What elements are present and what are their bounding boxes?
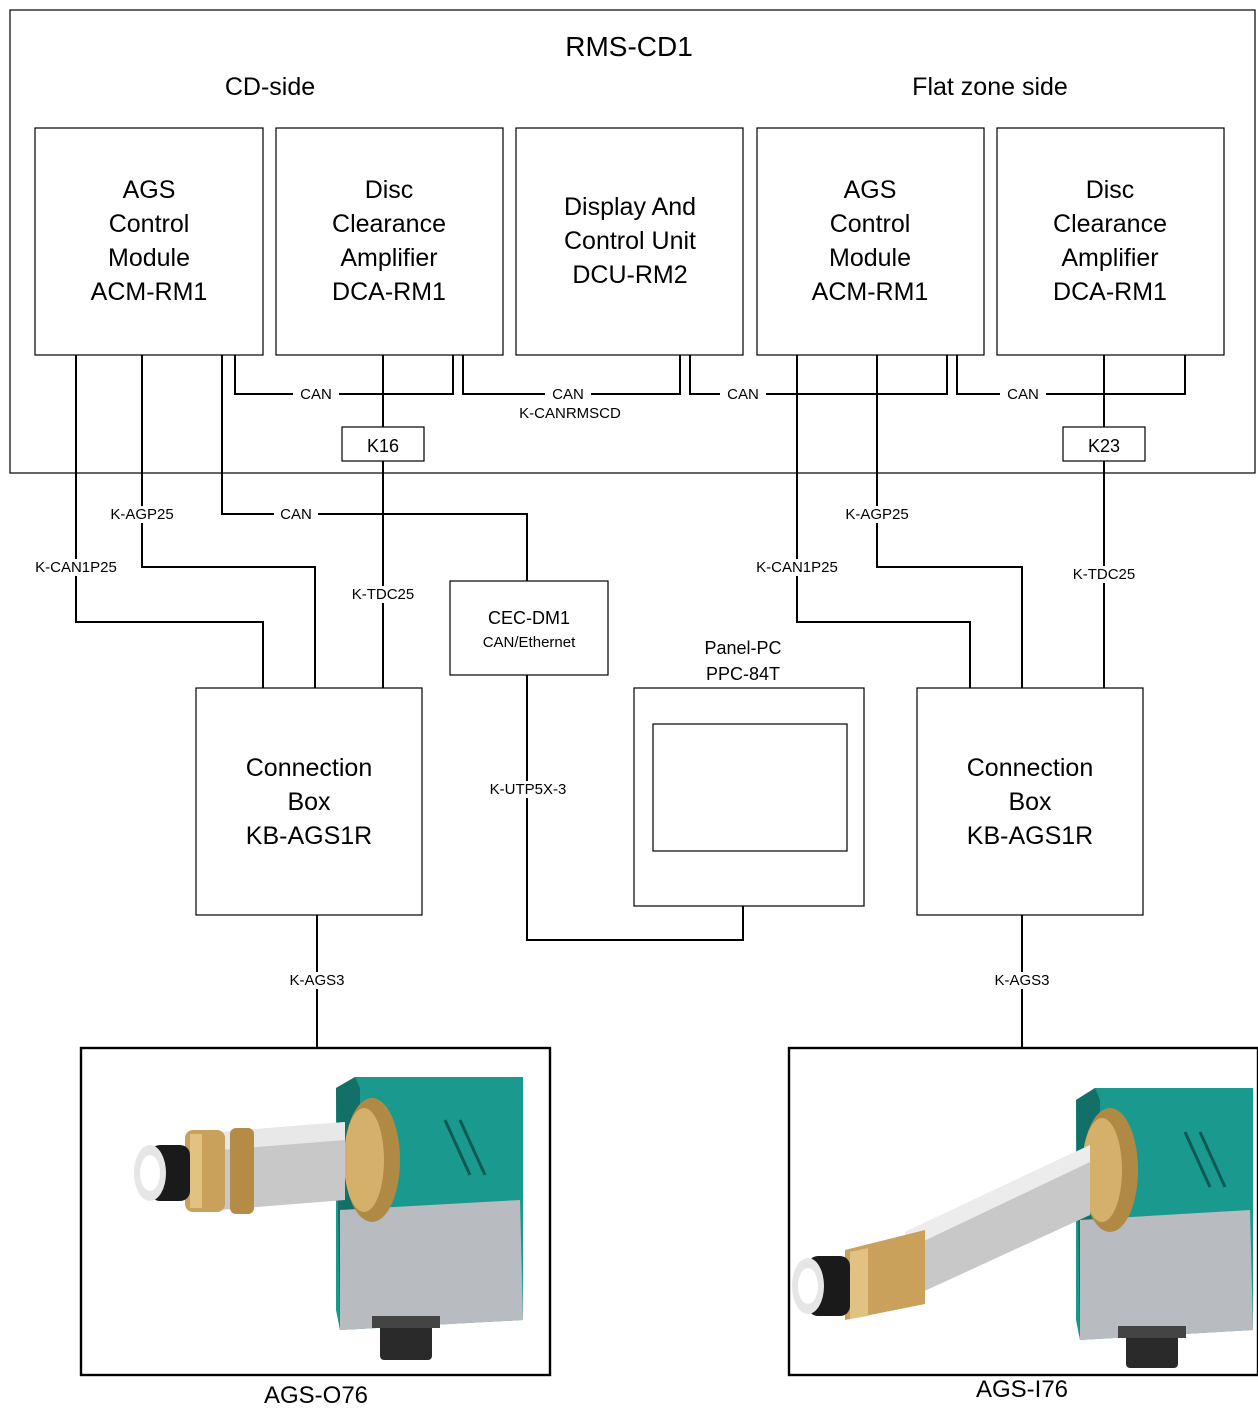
svg-text:Amplifier: Amplifier bbox=[1061, 244, 1158, 272]
svg-text:Connection: Connection bbox=[246, 754, 372, 782]
svg-text:AGS: AGS bbox=[123, 176, 176, 204]
k-ags3-left-label: K-AGS3 bbox=[289, 972, 344, 989]
svg-text:DCA-RM1: DCA-RM1 bbox=[332, 278, 446, 306]
connection-box-left: Connection Box KB-AGS1R bbox=[195, 687, 423, 916]
sensor-ags-i76-frame bbox=[787, 1046, 1258, 1377]
connector-k16: K16 bbox=[341, 426, 425, 462]
sensor-ags-i76-label: AGS-I76 bbox=[976, 1376, 1068, 1403]
svg-text:DCU-RM2: DCU-RM2 bbox=[572, 261, 687, 289]
svg-text:Connection: Connection bbox=[967, 754, 1093, 782]
module-dca-left: Disc Clearance Amplifier DCA-RM1 bbox=[275, 127, 504, 356]
k-tdc25-left-label: K-TDC25 bbox=[352, 586, 415, 603]
svg-text:Disc: Disc bbox=[365, 176, 414, 204]
svg-text:Box: Box bbox=[287, 788, 331, 816]
svg-text:AGS: AGS bbox=[844, 176, 897, 204]
panel-pc bbox=[633, 687, 865, 907]
k-utp-label: K-UTP5X-3 bbox=[490, 781, 567, 798]
right-wiring bbox=[796, 355, 1105, 1048]
svg-text:Amplifier: Amplifier bbox=[340, 244, 437, 272]
connector-k23: K23 bbox=[1062, 426, 1146, 462]
svg-text:Disc: Disc bbox=[1086, 176, 1135, 204]
k-can1p25-right-label: K-CAN1P25 bbox=[756, 559, 838, 576]
svg-text:KB-AGS1R: KB-AGS1R bbox=[967, 822, 1093, 850]
svg-text:Box: Box bbox=[1008, 788, 1052, 816]
k-agp25-left-label: K-AGP25 bbox=[110, 506, 173, 523]
module-dca-right: Disc Clearance Amplifier DCA-RM1 bbox=[996, 127, 1225, 356]
system-title: RMS-CD1 bbox=[565, 31, 693, 62]
k-tdc25-right-label: K-TDC25 bbox=[1073, 566, 1136, 583]
svg-text:Control Unit: Control Unit bbox=[564, 227, 696, 255]
flat-zone-side-label: Flat zone side bbox=[912, 73, 1068, 101]
can-label-2: CAN bbox=[552, 386, 584, 403]
sensor-ags-o76-frame bbox=[79, 1046, 552, 1377]
svg-text:Display And: Display And bbox=[564, 193, 696, 221]
k-can1p25-left-label: K-CAN1P25 bbox=[35, 559, 117, 576]
svg-text:CAN/Ethernet: CAN/Ethernet bbox=[483, 634, 576, 651]
module-dcu: Display And Control Unit DCU-RM2 bbox=[515, 127, 744, 356]
svg-text:ACM-RM1: ACM-RM1 bbox=[812, 278, 929, 306]
svg-text:K23: K23 bbox=[1088, 436, 1120, 456]
can-label-1: CAN bbox=[300, 386, 332, 403]
svg-text:ACM-RM1: ACM-RM1 bbox=[91, 278, 208, 306]
svg-text:KB-AGS1R: KB-AGS1R bbox=[246, 822, 372, 850]
panel-pc-screen bbox=[652, 723, 848, 852]
svg-text:Module: Module bbox=[829, 244, 911, 272]
cd-side-label: CD-side bbox=[225, 73, 315, 101]
svg-text:Control: Control bbox=[830, 210, 911, 238]
can-label-5: CAN bbox=[280, 506, 312, 523]
cec-dm1-box: CEC-DM1 CAN/Ethernet bbox=[449, 580, 609, 676]
can-label-4: CAN bbox=[1007, 386, 1039, 403]
svg-text:CEC-DM1: CEC-DM1 bbox=[488, 608, 570, 628]
svg-text:K16: K16 bbox=[367, 436, 399, 456]
k-agp25-right-label: K-AGP25 bbox=[845, 506, 908, 523]
sensor-ags-o76-label: AGS-O76 bbox=[264, 1382, 368, 1409]
panel-pc-model: PPC-84T bbox=[706, 664, 780, 684]
svg-text:Module: Module bbox=[108, 244, 190, 272]
svg-text:Clearance: Clearance bbox=[1053, 210, 1167, 238]
module-acm-right: AGS Control Module ACM-RM1 bbox=[756, 127, 985, 356]
svg-text:DCA-RM1: DCA-RM1 bbox=[1053, 278, 1167, 306]
svg-text:Control: Control bbox=[109, 210, 190, 238]
left-wiring bbox=[75, 355, 744, 1048]
connection-box-right: Connection Box KB-AGS1R bbox=[916, 687, 1144, 916]
panel-pc-label: Panel-PC bbox=[704, 638, 781, 658]
module-acm-left: AGS Control Module ACM-RM1 bbox=[34, 127, 264, 356]
k-ags3-right-label: K-AGS3 bbox=[994, 972, 1049, 989]
k-canrmscd-label: K-CANRMSCD bbox=[519, 405, 621, 422]
svg-text:Clearance: Clearance bbox=[332, 210, 446, 238]
can-label-3: CAN bbox=[727, 386, 759, 403]
